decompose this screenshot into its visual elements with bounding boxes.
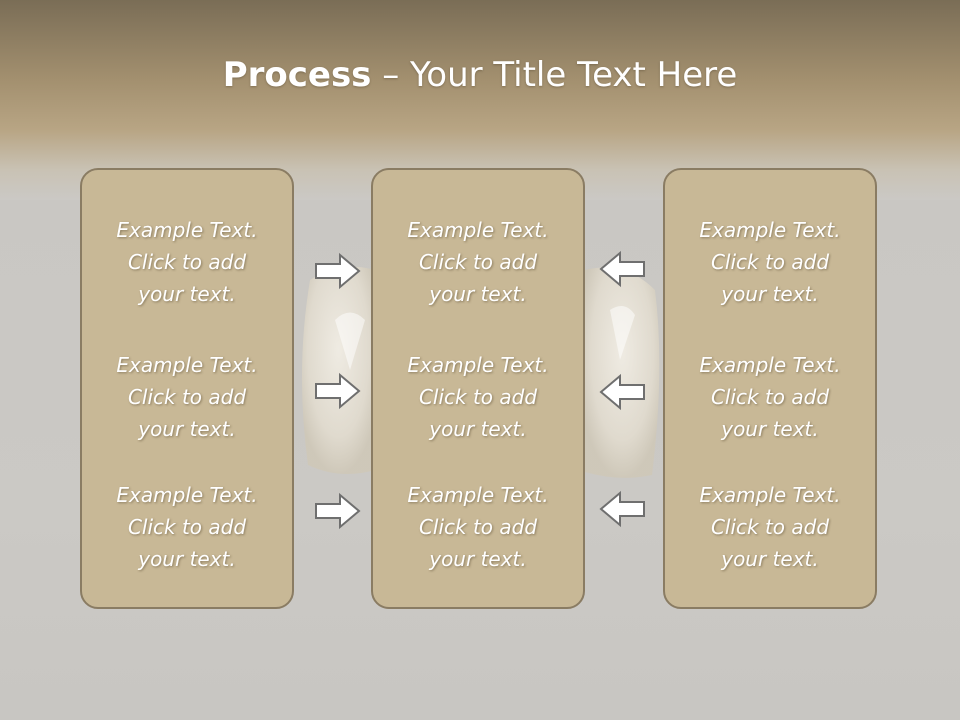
text-placeholder[interactable]: Example Text. Click to add your text. (82, 214, 292, 310)
slide-title[interactable]: Process – Your Title Text Here (0, 50, 960, 100)
process-box-center[interactable]: Example Text. Click to add your text. Ex… (371, 168, 585, 609)
text-line: Example Text. (699, 353, 841, 377)
text-placeholder[interactable]: Example Text. Click to add your text. (665, 349, 875, 445)
text-line: your text. (721, 547, 819, 571)
text-line: Example Text. (116, 483, 258, 507)
arrow-left-icon[interactable] (598, 490, 646, 528)
text-placeholder[interactable]: Example Text. Click to add your text. (373, 214, 583, 310)
text-line: Example Text. (116, 353, 258, 377)
text-line: Click to add (418, 250, 538, 274)
text-line: Example Text. (699, 218, 841, 242)
text-line: your text. (721, 417, 819, 441)
text-line: your text. (429, 282, 527, 306)
text-placeholder[interactable]: Example Text. Click to add your text. (373, 479, 583, 575)
arrow-right-icon[interactable] (314, 372, 362, 410)
teeth-image (301, 266, 660, 478)
text-line: Click to add (418, 515, 538, 539)
title-rest: – Your Title Text Here (371, 55, 738, 95)
text-line: your text. (138, 417, 236, 441)
arrow-left-icon[interactable] (598, 250, 646, 288)
text-line: Example Text. (407, 483, 549, 507)
process-box-left[interactable]: Example Text. Click to add your text. Ex… (80, 168, 294, 609)
text-line: Click to add (710, 385, 830, 409)
text-line: your text. (138, 547, 236, 571)
arrow-right-icon[interactable] (314, 492, 362, 530)
arrow-left-icon[interactable] (598, 373, 646, 411)
text-line: Example Text. (407, 353, 549, 377)
text-placeholder[interactable]: Example Text. Click to add your text. (82, 349, 292, 445)
text-line: Click to add (418, 385, 538, 409)
text-placeholder[interactable]: Example Text. Click to add your text. (665, 214, 875, 310)
text-line: Click to add (710, 250, 830, 274)
text-line: Example Text. (407, 218, 549, 242)
title-bold: Process (222, 55, 372, 95)
text-line: Click to add (127, 515, 247, 539)
arrow-right-icon[interactable] (314, 252, 362, 290)
text-line: your text. (429, 417, 527, 441)
text-line: your text. (721, 282, 819, 306)
process-box-right[interactable]: Example Text. Click to add your text. Ex… (663, 168, 877, 609)
header-band (0, 0, 960, 200)
text-line: Click to add (710, 515, 830, 539)
text-placeholder[interactable]: Example Text. Click to add your text. (82, 479, 292, 575)
text-line: your text. (429, 547, 527, 571)
text-line: Click to add (127, 385, 247, 409)
text-placeholder[interactable]: Example Text. Click to add your text. (373, 349, 583, 445)
text-line: your text. (138, 282, 236, 306)
text-placeholder[interactable]: Example Text. Click to add your text. (665, 479, 875, 575)
text-line: Click to add (127, 250, 247, 274)
text-line: Example Text. (699, 483, 841, 507)
text-line: Example Text. (116, 218, 258, 242)
